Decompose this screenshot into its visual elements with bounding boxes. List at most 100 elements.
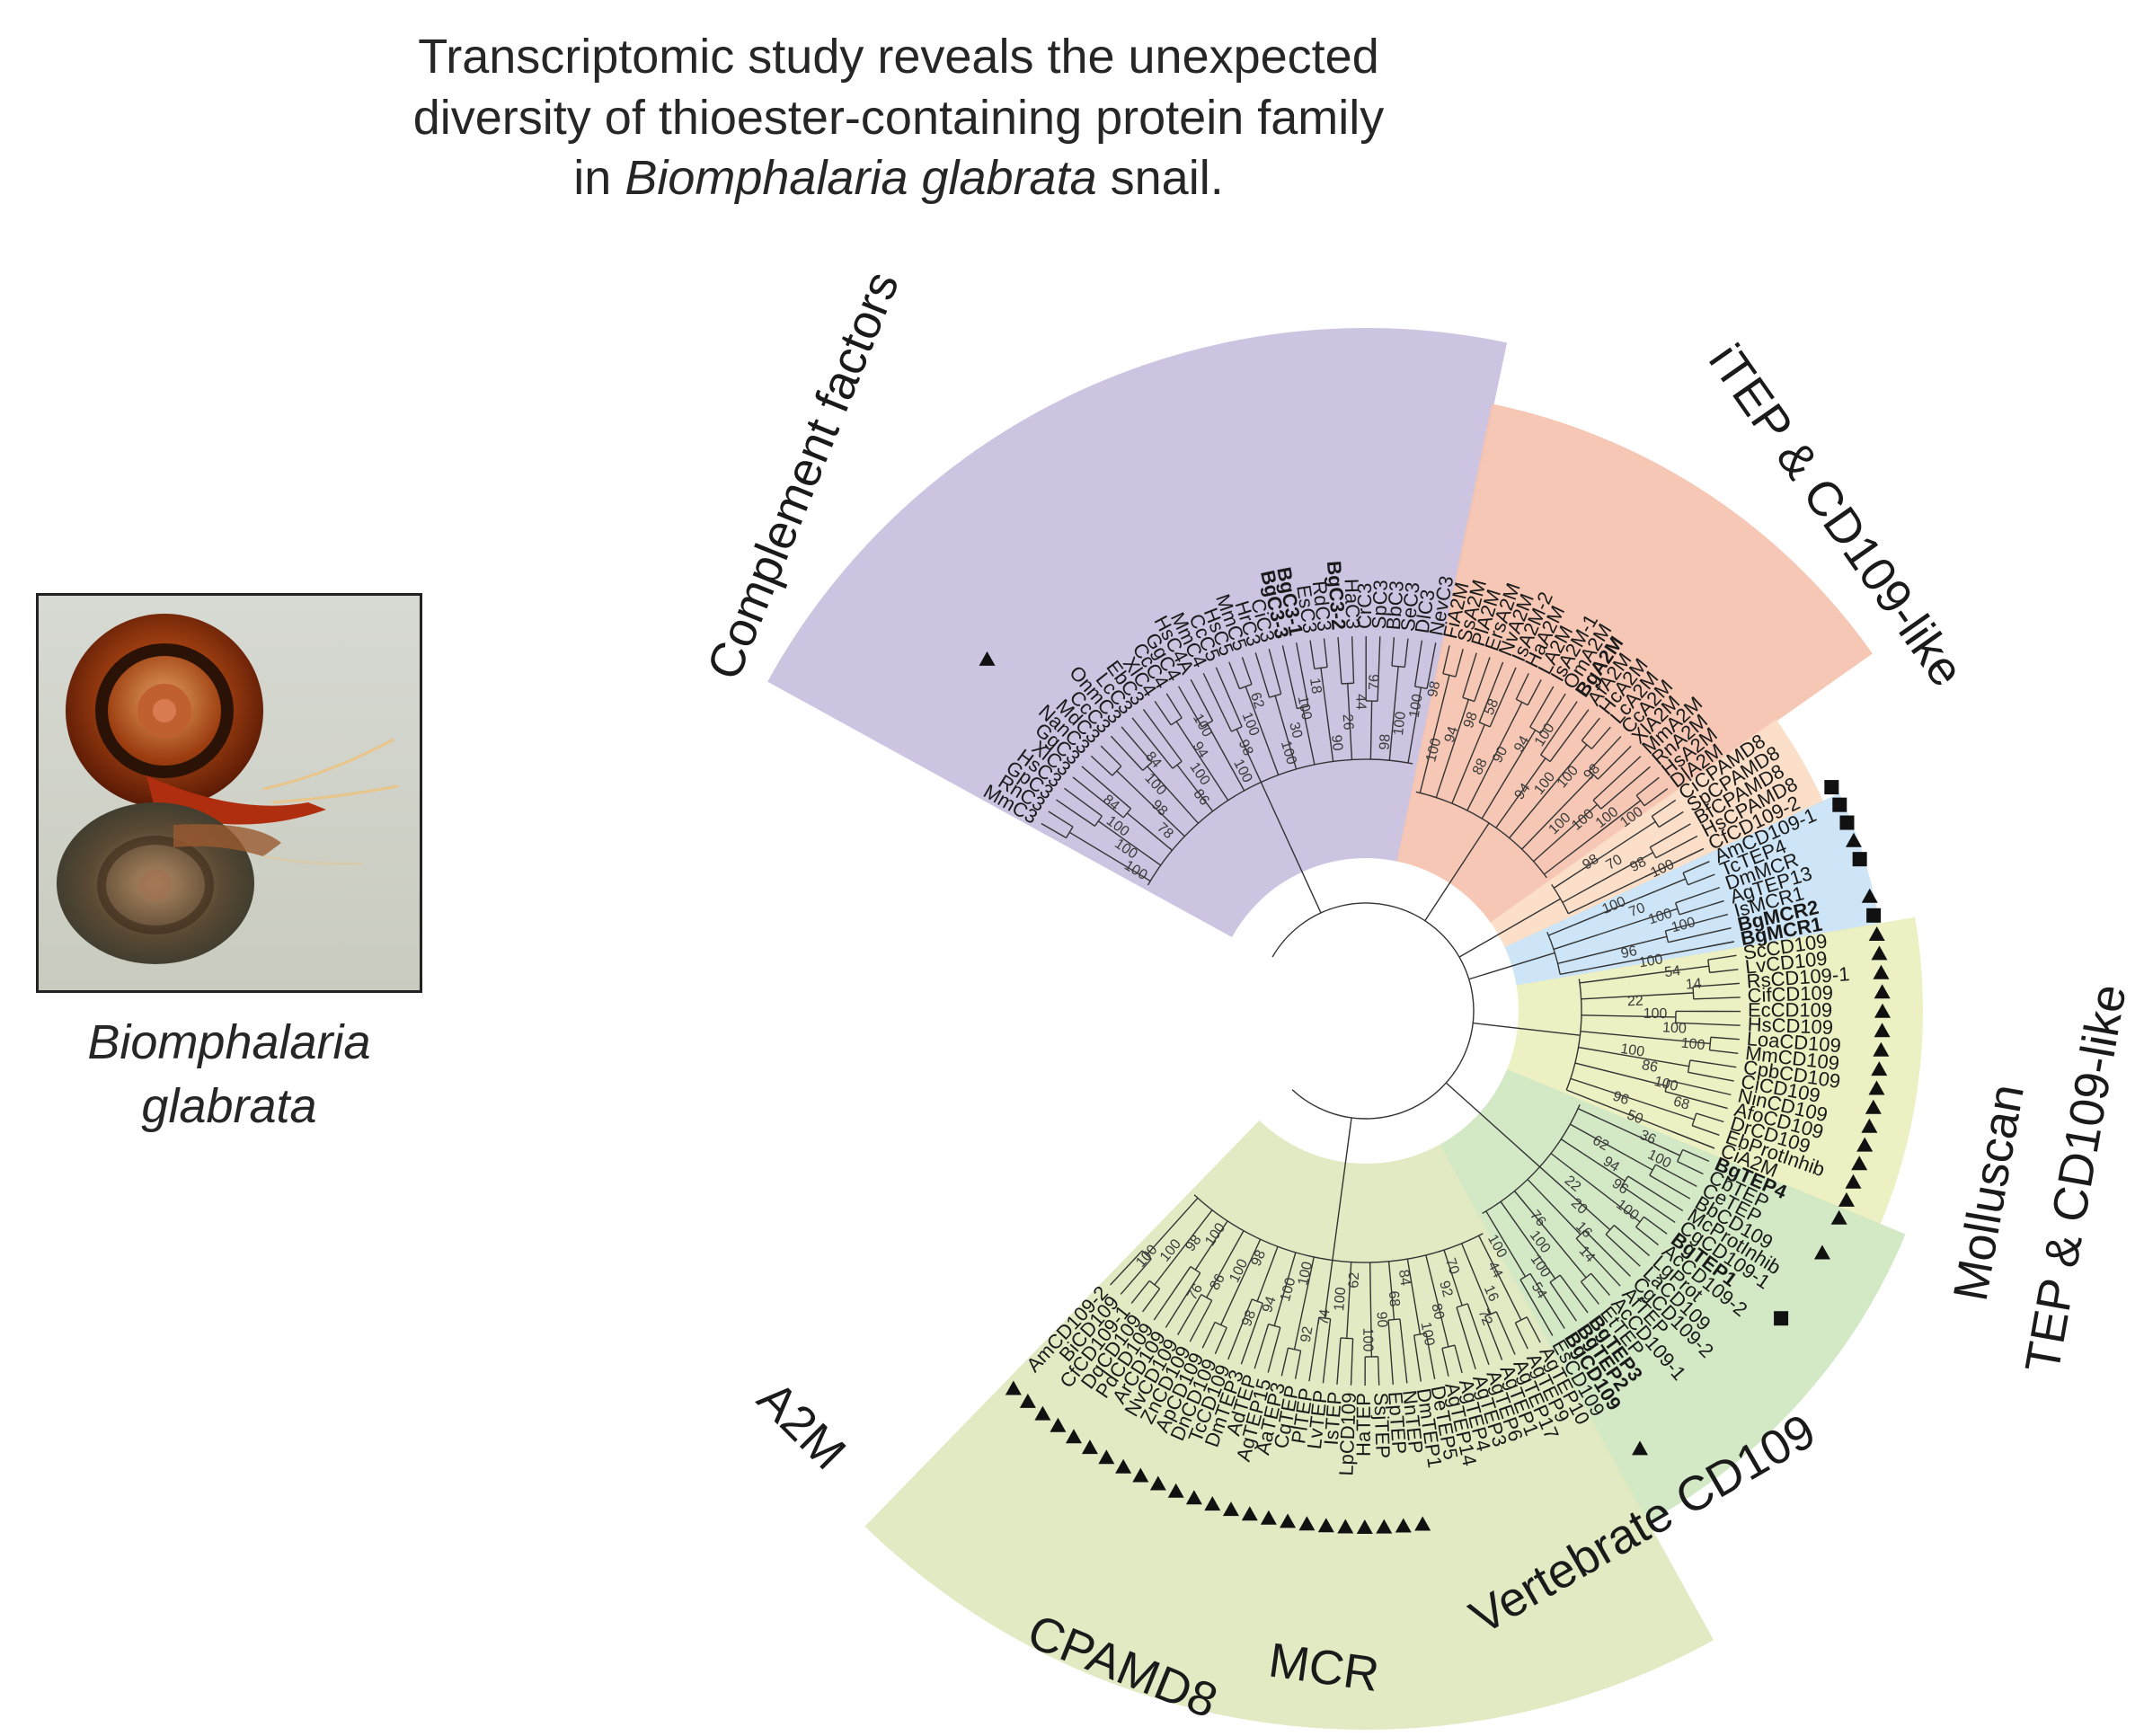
tree-branch [1613,1225,1651,1257]
tree-branch [1090,755,1113,776]
clade-sectors [767,328,1923,1730]
tree-branch [1478,1235,1522,1321]
tree-branch [1240,1303,1263,1365]
tree-branch [1568,876,1646,915]
tree-branch [1544,800,1642,875]
tree-branch [1516,698,1528,706]
tree-branch [1454,1344,1463,1374]
clade-sector-mcr [1504,793,1881,987]
tree-branch [1425,1333,1436,1380]
tree-branch [1553,908,1679,951]
leaf-label: CrC3 [1353,583,1376,629]
tree-branch [1194,1220,1228,1271]
tree-branch [1549,709,1590,763]
triangle-marker-icon [1065,1429,1082,1444]
triangle-marker-icon [1830,1209,1847,1225]
tree-branch [1692,982,1740,988]
tree-branch [1116,770,1185,837]
square-marker-icon [1839,815,1855,830]
tree-branch [1332,1117,1352,1261]
snail-illustration [39,596,420,990]
clade-sector-a2m [1396,403,1873,924]
tree-branch [1350,1338,1354,1386]
tree-branch [1441,1344,1456,1350]
bootstrap-value: 54 [1663,963,1681,980]
bootstrap-value: 98 [1239,1308,1259,1329]
tree-branch [1560,946,1706,976]
tree-branch [1674,902,1680,916]
tree-branch [1526,1316,1541,1343]
triangle-marker-icon [1356,1519,1373,1534]
tree-branch [1254,652,1271,698]
tree-branch [1643,1216,1668,1235]
triangle-marker-icon [1871,945,1888,961]
tree-branch [1682,1148,1710,1162]
tree-branch [1649,1174,1691,1200]
bootstrap-value: 96 [1619,943,1638,961]
tree-branch [1112,766,1122,776]
bootstrap-value: 92 [1298,1325,1316,1344]
tree-branch [1581,717,1600,741]
leaf-labels: MmC3RnC3GpC3HsC3XlC3GgC3NanC3MdC3CcC3Onm… [979,560,1850,1476]
bootstrap-value: 90 [1328,734,1345,752]
tree-branch [1527,679,1542,706]
tree-branch [1675,887,1720,904]
tree-branch [1256,1246,1279,1302]
tree-branch [1540,701,1578,756]
tree-branch [1509,744,1588,839]
tree-branch [1387,1320,1394,1385]
triangle-marker-icon [1149,1475,1166,1491]
tree-branch [1495,757,1546,828]
bootstrap-value: 86 [1641,1058,1660,1076]
tree-branch [1441,1348,1449,1377]
tree-branch [1566,1089,1671,1132]
leaf-label: SeC3 [1396,580,1424,633]
triangle-marker-icon [1868,926,1885,942]
bootstrap-value: 100 [1423,737,1444,764]
triangle-marker-icon [1241,1506,1258,1521]
tree-branch [1236,729,1262,783]
tree-branch [1154,701,1172,726]
tree-branch [1710,1036,1740,1041]
tree-branch [1274,695,1298,770]
tree-branch [1295,642,1309,707]
tree-branch [1515,1316,1528,1324]
tree-branch [1294,1350,1302,1379]
triangle-marker-icon [1376,1519,1393,1534]
bootstrap-value: 18 [1307,677,1324,695]
tree-branch [1696,1112,1724,1123]
tree-branch [1458,898,1561,958]
bootstrap-value: 62 [1346,1271,1362,1289]
tree-branch [1190,678,1214,722]
tree-branch [1675,1022,1741,1026]
tree-branch [1515,673,1529,700]
tree-branch [1260,782,1322,914]
tree-branch [1584,1229,1631,1277]
bootstrap-value: 100 [1295,695,1315,722]
tree-branch [1550,1153,1641,1223]
tree-branch [1627,1175,1684,1212]
tree-branch [1597,745,1632,780]
tree-branch [1399,1318,1408,1384]
bootstrap-value: 100 [1417,1321,1437,1347]
bootstrap-value: 72 [1475,1307,1494,1328]
triangle-marker-icon [1851,1156,1868,1171]
tree-branch [1131,717,1174,769]
bootstrap-value: 100 [1670,915,1697,935]
tree-branch [1664,1091,1728,1110]
tree-branch [1165,693,1183,719]
bootstrap-value: 70 [1442,1256,1462,1276]
tree-branch [1281,645,1298,709]
tree-branch [1500,1200,1556,1280]
bootstrap-value: 80 [1428,1302,1447,1321]
tree-branch [1387,1261,1395,1320]
triangle-marker-icon [1081,1439,1098,1455]
photo-caption-genus: Biomphalaria [87,1015,371,1069]
triangle-marker-icon [1395,1518,1412,1533]
bootstrap-value: 98 [1236,738,1256,758]
tree-branch [1413,1334,1422,1382]
tree-branch [1391,637,1395,667]
bootstrap-value: 90 [1373,1311,1389,1328]
